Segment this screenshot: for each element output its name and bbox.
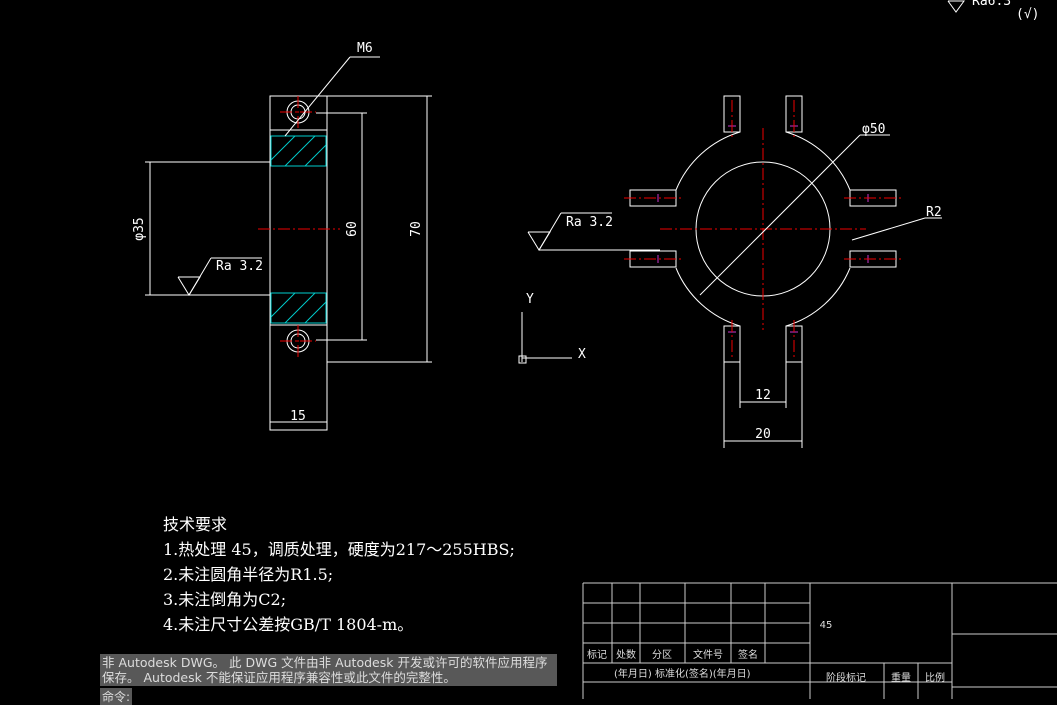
- weight: 重量: [891, 671, 911, 684]
- tb-header-4: 文件号: [693, 648, 723, 661]
- tech-title: 技术要求: [163, 515, 228, 534]
- stage-mark: 阶段标记: [826, 671, 866, 684]
- dim-phi35: φ35: [132, 217, 147, 240]
- tb-header-2: 处数: [616, 648, 636, 661]
- dim-20: 20: [755, 427, 771, 442]
- thread-label: M6: [357, 41, 373, 56]
- scale: 比例: [925, 671, 945, 684]
- svg-text:Y: Y: [526, 292, 534, 307]
- roughness-left: Ra 3.2: [216, 259, 263, 274]
- dim-r2: R2: [926, 205, 942, 220]
- dim-phi50: φ50: [862, 122, 885, 137]
- svg-text:Ra6.3: Ra6.3: [972, 0, 1011, 9]
- tb-row2: (年月日) 标准化(签名)(年月日): [614, 667, 751, 680]
- tech-item: 2.未注圆角半径为R1.5;: [163, 565, 334, 584]
- tech-requirements: 技术要求 1.热处理 45，调质处理，硬度为217～255HBS; 2.未注圆角…: [163, 512, 515, 637]
- tech-item: 4.未注尺寸公差按GB/T 1804-m。: [163, 615, 414, 634]
- svg-text:(√): (√): [1016, 7, 1039, 22]
- warning-line-2: 保存。 Autodesk 不能保证应用程序兼容性或此文件的完整性。: [102, 670, 456, 685]
- dim-12: 12: [755, 388, 771, 403]
- tb-header-1: 标记: [587, 649, 607, 661]
- tech-item: 1.热处理 45，调质处理，硬度为217～255HBS;: [163, 540, 515, 559]
- left-view: M6 70 60 φ35 15 Ra 3.2: [132, 41, 432, 431]
- right-view: φ50 R2 12 20 Ra 3.2: [527, 95, 942, 448]
- command-prompt[interactable]: 命令:: [100, 688, 133, 705]
- tb-header-3: 分区: [652, 649, 672, 661]
- dim-15: 15: [290, 409, 306, 424]
- ucs-icon: Y X: [518, 292, 586, 364]
- tech-item: 3.未注倒角为C2;: [163, 590, 287, 609]
- corner-roughness: Ra6.3 (√): [947, 0, 1039, 22]
- command-history: 非 Autodesk DWG。 此 DWG 文件由非 Autodesk 开发或许…: [100, 654, 557, 686]
- title-block: [582, 582, 1057, 699]
- roughness-right: Ra 3.2: [566, 215, 613, 230]
- dim-70: 70: [409, 221, 424, 237]
- warning-line-1: 非 Autodesk DWG。 此 DWG 文件由非 Autodesk 开发或许…: [102, 655, 548, 670]
- tb-header-5: 签名: [738, 648, 758, 661]
- dim-60: 60: [345, 221, 360, 237]
- svg-text:X: X: [578, 347, 586, 362]
- material: 45: [820, 620, 833, 631]
